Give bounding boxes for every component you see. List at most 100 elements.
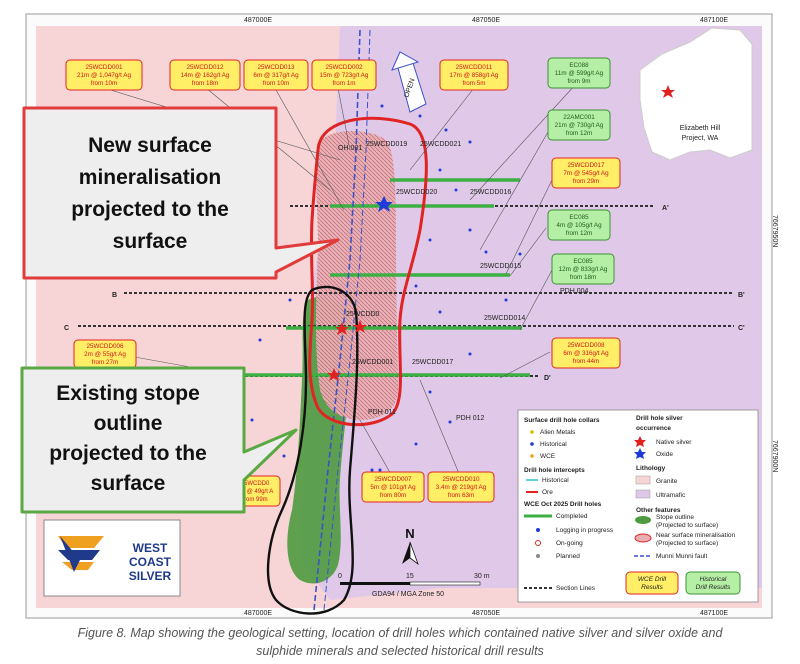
section-label-b-right: B' xyxy=(738,292,745,299)
svg-text:surface: surface xyxy=(91,472,166,495)
svg-text:from 99m: from 99m xyxy=(242,497,267,503)
svg-text:25WCDD017: 25WCDD017 xyxy=(567,162,605,169)
svg-text:GDA94 / MGA Zone 50: GDA94 / MGA Zone 50 xyxy=(372,591,444,598)
map-legend: Surface drill hole collars Alien Metals … xyxy=(517,409,759,603)
grid-label-top: 487000E xyxy=(244,17,272,24)
svg-text:from 5m: from 5m xyxy=(462,80,485,87)
location-inset: Elizabeth Hill Project, WA xyxy=(639,27,753,161)
svg-text:Drill hole intercepts: Drill hole intercepts xyxy=(524,467,585,474)
grid-label-bottom: 487050E xyxy=(472,610,500,617)
svg-text:Ultramafic: Ultramafic xyxy=(656,492,686,499)
svg-text:from 27m: from 27m xyxy=(92,359,119,366)
svg-text:On-going: On-going xyxy=(556,540,583,547)
inset-label-2: Project, WA xyxy=(682,135,719,142)
historical-result-box: EC085 12m @ 833g/t Ag from 18m xyxy=(551,253,615,285)
grid-label-top: 487100E xyxy=(700,17,728,24)
svg-text:21m @ 1,047g/t Ag: 21m @ 1,047g/t Ag xyxy=(77,72,132,79)
svg-text:from 44m: from 44m xyxy=(573,358,600,365)
svg-text:Logging in progress: Logging in progress xyxy=(556,527,614,534)
wce-result-box: 25WCDD012 14m @ 162g/t Ag from 18m xyxy=(169,59,241,91)
svg-text:30 m: 30 m xyxy=(474,573,490,580)
caption-line-1: Figure 8. Map showing the geological set… xyxy=(77,626,723,640)
svg-text:14m @ 162g/t Ag: 14m @ 162g/t Ag xyxy=(181,72,230,79)
native-silver-star-icon xyxy=(335,322,349,335)
section-label-b-left: B xyxy=(112,292,117,299)
svg-text:Section Lines: Section Lines xyxy=(556,585,596,592)
wce-result-box: 25WCDD006 2m @ 55g/t Ag from 27m xyxy=(73,339,137,369)
hole-label: PDH 004 xyxy=(560,288,589,295)
hole-label: 25WCDD015 xyxy=(480,263,521,270)
svg-text:outline: outline xyxy=(94,412,163,435)
svg-text:Alien Metals: Alien Metals xyxy=(540,429,576,436)
svg-text:projected to the: projected to the xyxy=(71,198,229,221)
hole-label: 25WCDD021 xyxy=(420,141,461,148)
historical-result-box: 22AMC001 21m @ 730g/t Ag from 12m xyxy=(547,109,611,141)
svg-text:occurrence: occurrence xyxy=(636,425,671,432)
historical-collars xyxy=(250,104,522,472)
inset-label-1: Elizabeth Hill xyxy=(680,125,721,132)
leader-lines xyxy=(103,83,577,477)
svg-text:Other features: Other features xyxy=(636,507,681,514)
wce-result-box: 25WCDD011 17m @ 858g/t Ag from 5m xyxy=(439,59,509,91)
wce-result-box: 25WCDD017 7m @ 545g/t Ag from 29m xyxy=(551,157,621,189)
grid-label-bottom: 487000E xyxy=(244,610,272,617)
svg-text:Near surface mineralisation: Near surface mineralisation xyxy=(656,532,736,539)
svg-text:Drill hole silver: Drill hole silver xyxy=(636,415,683,422)
oxide-legend-icon xyxy=(634,448,646,459)
wce-result-box: 25WCDD008 6m @ 316g/t Ag from 44m xyxy=(551,337,621,369)
hole-label: 25WCDD001 xyxy=(352,359,393,366)
svg-text:25WCDD008: 25WCDD008 xyxy=(567,342,605,349)
historical-result-box: EC088 11m @ 599g/t Ag from 9m xyxy=(547,57,611,89)
location-marker-icon xyxy=(661,85,675,98)
grid-label-top: 487050E xyxy=(472,17,500,24)
hole-label: 25WCDD019 xyxy=(366,141,407,148)
hole-label: OH 001 xyxy=(338,145,362,152)
svg-text:Oxide: Oxide xyxy=(656,451,673,458)
svg-text:5m @ 101g/t Ag: 5m @ 101g/t Ag xyxy=(370,484,416,491)
hole-label: 25WCDD016 xyxy=(470,189,511,196)
new-surface-callout: New surface mineralisation projected to … xyxy=(22,106,340,280)
svg-text:Historical: Historical xyxy=(540,441,567,448)
svg-text:22AMC001: 22AMC001 xyxy=(563,114,595,121)
svg-text:from 9m: from 9m xyxy=(567,78,590,85)
native-silver-markers xyxy=(327,320,367,381)
munni-munni-fault xyxy=(313,29,361,611)
svg-text:from 12m: from 12m xyxy=(566,130,593,137)
svg-text:6m @ 317g/t Ag: 6m @ 317g/t Ag xyxy=(253,72,299,79)
svg-text:25WCDD0: 25WCDD0 xyxy=(241,481,270,487)
native-silver-star-icon xyxy=(327,368,341,381)
svg-text:Drill Results: Drill Results xyxy=(696,584,731,591)
svg-text:Historical: Historical xyxy=(542,477,569,484)
svg-text:Ore: Ore xyxy=(542,489,553,496)
svg-text:(Projected to surface): (Projected to surface) xyxy=(656,540,718,547)
svg-text:15m @ 723g/t Ag: 15m @ 723g/t Ag xyxy=(320,72,369,79)
svg-text:WCE: WCE xyxy=(540,453,556,460)
svg-text:WCE Drill: WCE Drill xyxy=(638,576,667,583)
svg-text:(Projected to surface): (Projected to surface) xyxy=(656,522,718,529)
svg-text:from 29m: from 29m xyxy=(573,178,600,185)
native-silver-legend-icon xyxy=(634,436,646,447)
svg-text:mineralisation: mineralisation xyxy=(79,166,221,189)
oxide-star-icon xyxy=(375,196,393,212)
svg-text:Historical: Historical xyxy=(700,576,727,583)
svg-text:Results: Results xyxy=(641,584,663,591)
drill-holes-completed xyxy=(230,178,530,377)
logo-line-3: SILVER xyxy=(129,569,172,583)
svg-text:from 1m: from 1m xyxy=(332,80,355,87)
svg-text:Stope outline: Stope outline xyxy=(656,514,694,521)
svg-text:15: 15 xyxy=(406,573,414,580)
section-label-a-right: A' xyxy=(662,205,669,212)
svg-text:surface: surface xyxy=(113,230,188,253)
hole-label: 25WCDD017 xyxy=(412,359,453,366)
svg-text:6m @ 316g/t Ag: 6m @ 316g/t Ag xyxy=(563,350,609,357)
stope-black-outline xyxy=(266,285,359,615)
svg-text:Native silver: Native silver xyxy=(656,439,692,446)
svg-text:4m @ 105g/t Ag: 4m @ 105g/t Ag xyxy=(556,222,602,229)
open-pit-arrow-icon: OPEN xyxy=(391,51,427,113)
west-coast-silver-logo: WEST COAST SILVER xyxy=(43,519,181,597)
svg-text:2m @ 55g/t Ag: 2m @ 55g/t Ag xyxy=(84,351,126,358)
svg-text:EC085: EC085 xyxy=(569,214,589,221)
svg-text:from 18m: from 18m xyxy=(192,80,219,87)
svg-text:4m @ 49g/t A: 4m @ 49g/t A xyxy=(237,489,273,495)
